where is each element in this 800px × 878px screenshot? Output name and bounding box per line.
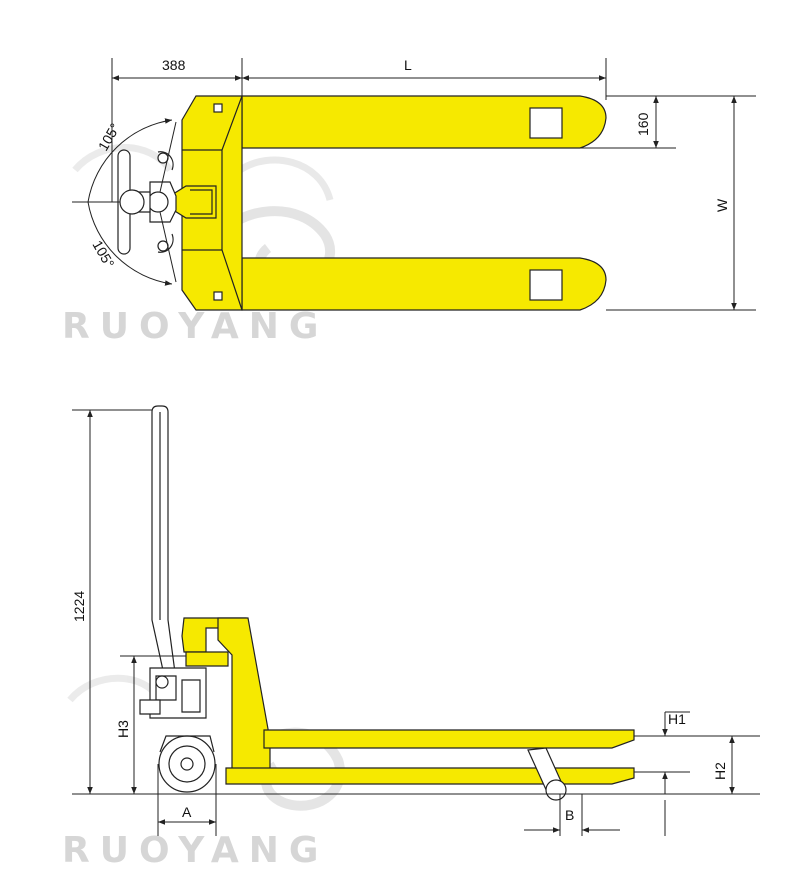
dim-H3-label: H3: [115, 720, 131, 738]
pump-head-inner: [190, 189, 213, 215]
rotation-ray-upper: [159, 121, 177, 193]
fork-lower-side: [225, 767, 635, 785]
dim-H1-label: H1: [668, 711, 686, 727]
top-view: 105° 105° 388 L 160 W: [72, 57, 756, 311]
angle-bottom-label: 105°: [89, 238, 117, 271]
dim-L-label: L: [404, 57, 412, 73]
dim-W-label: W: [714, 198, 730, 212]
dim-B-label: B: [565, 807, 574, 823]
dim-H2-label: H2: [712, 762, 728, 780]
watermark-text-bottom: RUOYANG: [62, 830, 328, 871]
dim-388-label: 388: [162, 57, 186, 73]
fork-hole-upper: [529, 107, 563, 139]
chassis-ribs: [182, 149, 222, 251]
pump-details: [155, 675, 201, 713]
fork-hole-lower: [529, 269, 563, 301]
handle-shaft: [151, 405, 177, 685]
pump-pivot: [155, 675, 169, 689]
wheel-fork: [159, 735, 215, 753]
bolt-lower: [213, 291, 223, 301]
load-roller: [545, 779, 567, 801]
handle-arms: [157, 151, 174, 253]
dim-A-label: A: [182, 804, 192, 820]
fork-lower: [241, 257, 607, 311]
pump-lever: [139, 699, 161, 715]
main-column: [217, 617, 271, 771]
chassis-edge: [221, 95, 243, 311]
bolt-upper: [213, 103, 223, 113]
rotation-arc-lower: [87, 201, 173, 286]
watermark-text-top: RUOYANG: [62, 306, 328, 347]
fork-upper-side: [263, 729, 635, 749]
dim-1224-label: 1224: [71, 591, 87, 622]
handle-hub: [119, 189, 145, 215]
rotation-ray-lower: [159, 211, 177, 283]
pump-bracket: [185, 651, 229, 667]
steer-wheel-hub: [180, 757, 194, 771]
rotation-arc-upper: [87, 118, 173, 203]
pump-head: [169, 185, 217, 219]
side-view: 1224 H3 A B H1 H2: [71, 405, 760, 836]
fork-upper: [241, 95, 607, 149]
dim-160-label: 160: [635, 112, 651, 136]
yoke-pin: [147, 191, 169, 213]
